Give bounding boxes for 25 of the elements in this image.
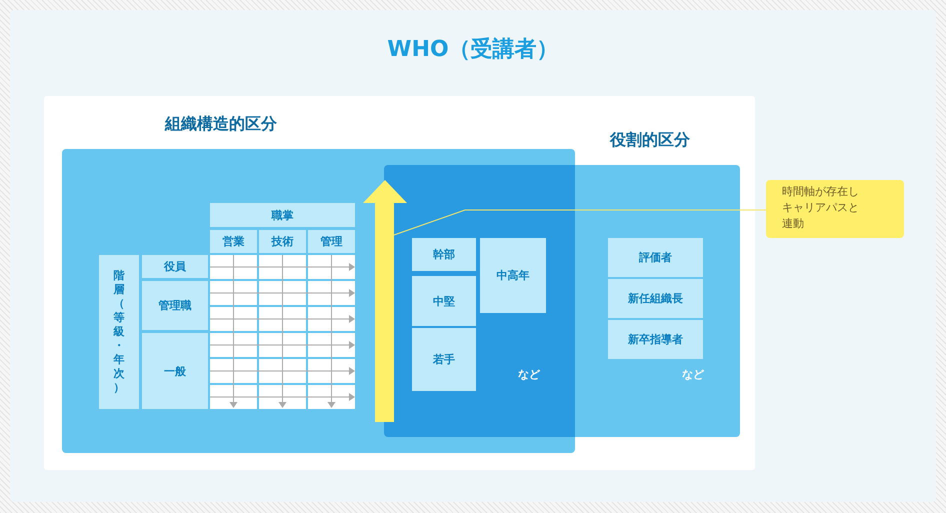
table-cell: 管理	[308, 230, 355, 253]
table-cell: 幹部	[412, 238, 476, 271]
note-text: など	[682, 367, 704, 382]
row-header-cell	[99, 255, 139, 409]
table-cell: 中高年	[480, 238, 546, 313]
panel-heading: 役割的区分	[610, 130, 690, 151]
table-cell: 管理職	[142, 281, 208, 330]
table-cell: 中堅	[412, 276, 476, 326]
table-cell: 新任組織長	[608, 279, 703, 318]
callout-text: 時間軸が存在しキャリアパスと連動	[782, 184, 860, 232]
callout-note	[766, 180, 904, 238]
table-cell: 新卒指導者	[608, 320, 703, 359]
vertical-text: 階層（等級・年次）	[113, 269, 125, 395]
upward-arrow	[363, 180, 407, 422]
leader-line	[394, 210, 766, 236]
title: WHO（受講者）	[386, 36, 560, 64]
table-cell: 技術	[259, 230, 306, 253]
table-cell: 職掌	[210, 203, 355, 227]
panel-heading: 組織構造的区分	[165, 114, 277, 135]
table-cell: 評価者	[608, 238, 703, 277]
table-cell: 若手	[412, 328, 476, 391]
table-cell: 一般	[142, 333, 208, 409]
table-cell: 役員	[142, 255, 208, 278]
note-text: など	[518, 367, 540, 382]
table-cell: 営業	[210, 230, 257, 253]
